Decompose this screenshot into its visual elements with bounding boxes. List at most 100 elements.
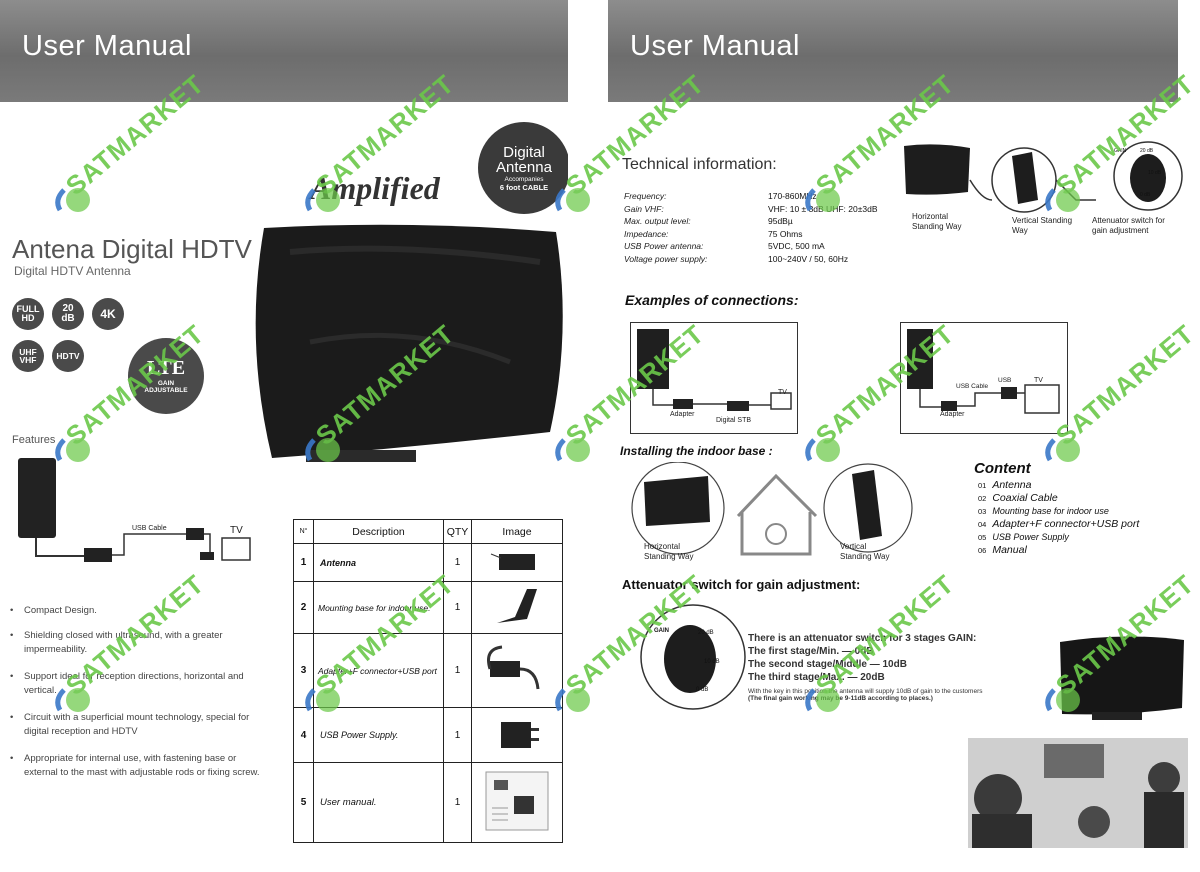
digital-badge-line4: 6 foot CABLE	[499, 182, 549, 192]
product-subtitle: Digital HDTV Antenna	[14, 264, 131, 278]
row-number: 1	[293, 543, 314, 582]
content-text: Antenna	[992, 479, 1032, 491]
spec-value: 5VDC, 500 mA	[768, 241, 825, 251]
gain-stage-1: The first stage/Min. — 0dB	[748, 646, 874, 657]
spec-value: 95dBµ	[768, 216, 793, 226]
content-item: 03 Mounting base for indoor use	[978, 505, 1139, 518]
conn1-stb-label: Digital STB	[716, 417, 752, 424]
row-qty: 1	[443, 581, 472, 634]
dial-20db-label: 20 dB	[698, 630, 714, 636]
spec-row: Frequency:170-860MHz	[624, 190, 914, 203]
satmarket-watermark: SATMARKET	[1040, 569, 1200, 740]
satmarket-watermark: SATMARKET	[1040, 69, 1200, 240]
table-row: 2 Mounting base for indoor use. 1	[293, 581, 563, 634]
content-text: Manual	[992, 544, 1027, 556]
gain-dial-large	[638, 602, 748, 712]
caption-horizontal-top: Horizontal Standing Way	[912, 212, 962, 231]
satmarket-watermark: SATMARKET	[550, 69, 710, 240]
satmarket-watermark: SATMARKET	[50, 569, 210, 740]
badge-lte: LTE GAIN ADJUSTABLE	[128, 338, 204, 414]
row-description: Antenna	[313, 543, 444, 582]
small-dial-20db: 20 dB	[1140, 148, 1154, 154]
dial-0db-label: 0 dB	[696, 687, 709, 693]
package-table: N° Description QTY Image 1 Antenna 1 2 M…	[293, 519, 563, 843]
badge-fullhd: FULL HD	[12, 298, 44, 330]
digital-badge-line3: Accompanies	[504, 176, 544, 183]
content-num: 04	[978, 520, 987, 529]
row-description: User manual.	[313, 762, 444, 843]
bullet-item: Appropriate for internal use, with faste…	[10, 752, 272, 780]
row-qty: 1	[443, 543, 472, 582]
spec-key: USB Power antenna:	[624, 241, 704, 251]
right-banner: User Manual	[608, 0, 1178, 102]
content-num: 03	[978, 507, 987, 516]
content-num: 06	[978, 546, 987, 555]
row-qty: 1	[443, 707, 472, 763]
watermark-text: SATMARKET	[1050, 318, 1200, 451]
right-banner-title: User Manual	[630, 30, 800, 62]
left-banner-title: User Manual	[22, 30, 192, 62]
satmarket-watermark: SATMARKET	[800, 569, 960, 740]
examples-title: Examples of connections:	[625, 292, 799, 308]
page-gutter	[568, 0, 608, 872]
satmarket-watermark: SATMARKET	[300, 569, 460, 740]
spec-row: Max. output level:95dBµ	[624, 215, 914, 228]
content-text: Mounting base for indoor use	[992, 506, 1109, 516]
conn2-usb-label: USB	[998, 377, 1012, 384]
table-row: 5 User manual. 1	[293, 762, 563, 843]
antenna-photo-small	[1052, 632, 1190, 724]
row-image	[471, 707, 563, 763]
content-item: 06 Manual	[978, 544, 1139, 557]
satmarket-watermark: SATMARKET	[550, 319, 710, 490]
small-dial-10db: 10 dB	[1148, 170, 1162, 176]
row-qty: 1	[443, 633, 472, 708]
installing-title: Installing the indoor base :	[620, 444, 773, 458]
bullet-item: Shielding closed with ultrasound, with a…	[10, 629, 272, 657]
gain-text-block: There is an attenuator switch for 3 stag…	[748, 632, 1048, 702]
spec-row: Voltage power supply:100~240V / 50, 60Hz	[624, 253, 914, 266]
lte-label: LTE	[146, 357, 186, 379]
connection-example-2	[900, 322, 1068, 434]
gain-note-1: With the key in this position the antenn…	[748, 688, 983, 695]
content-num: 05	[978, 533, 987, 542]
badge-20db: 20 dB	[52, 298, 84, 330]
attenuator-title: Attenuator switch for gain adjustment:	[622, 577, 861, 592]
bullet-item: Support ideal for reception directions, …	[10, 670, 272, 698]
col-header-n: N°	[293, 519, 314, 544]
bullet-item: Compact Design.	[10, 604, 272, 618]
satmarket-watermark: SATMARKET	[1040, 319, 1200, 490]
content-text: Adapter+F connector+USB port	[992, 518, 1140, 530]
content-num: 02	[978, 494, 987, 503]
gain-stage-2: The second stage/Middle — 10dB	[748, 659, 907, 670]
badge-uhf-vhf: UHF VHF	[12, 340, 44, 372]
table-row: 1 Antenna 1	[293, 543, 563, 582]
tech-title: Technical information:	[622, 156, 777, 173]
content-item: 04 Adapter+F connector+USB port	[978, 518, 1139, 531]
conn1-tv-label: TV	[778, 389, 787, 396]
col-header-image: Image	[471, 519, 563, 544]
digital-badge-line1: Digital	[503, 144, 545, 161]
conn2-usb-cable-label: USB Cable	[956, 383, 989, 390]
spec-key: Impedance:	[624, 228, 669, 239]
spec-value: 170-860MHz	[768, 191, 817, 201]
caption-vertical-top: Vertical Standing Way	[1012, 216, 1073, 235]
content-title: Content	[974, 460, 1031, 477]
badge-hdtv: HDTV	[52, 340, 84, 372]
col-header-qty: QTY	[443, 519, 472, 544]
satmarket-watermark: SATMARKET	[550, 569, 710, 740]
spec-key: Gain VHF:	[624, 203, 664, 214]
small-dial-0db: 0 dB	[1140, 192, 1151, 198]
installing-illustration	[630, 461, 920, 562]
spec-row: USB Power antenna: 5VDC, 500 mA	[624, 240, 914, 253]
bullet-item: Circuit with a superficial mount technol…	[10, 711, 272, 739]
digital-badge-line2: Antenna	[496, 159, 552, 176]
connection-example-1	[630, 322, 798, 434]
badge-4k: 4K	[92, 298, 124, 330]
row-number: 5	[293, 762, 314, 843]
install-caption-horizontal: Horizontal Standing Way	[644, 542, 694, 561]
left-banner: User Manual	[0, 0, 568, 102]
lte-sublabel: GAIN ADJUSTABLE	[144, 380, 188, 394]
